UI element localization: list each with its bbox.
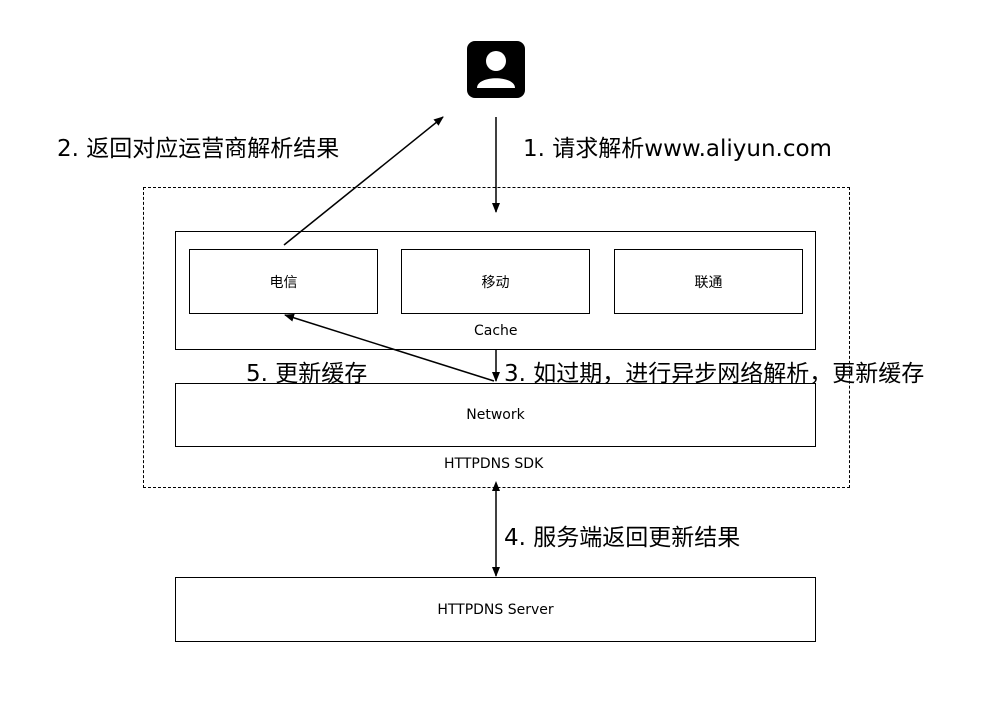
- carrier-unicom-label: 联通: [694, 274, 723, 291]
- network-box: Network: [175, 383, 816, 447]
- httpdns-sdk-label: HTTPDNS SDK: [444, 456, 544, 472]
- httpdns-server-box: HTTPDNS Server: [175, 577, 816, 642]
- step-2-label: 2. 返回对应运营商解析结果: [57, 136, 340, 162]
- carrier-telecom-box: 电信: [189, 249, 378, 314]
- step-1-label: 1. 请求解析www.aliyun.com: [523, 136, 832, 162]
- carrier-mobile-box: 移动: [401, 249, 590, 314]
- response-arrow: [283, 116, 444, 246]
- carrier-telecom-label: 电信: [269, 274, 298, 291]
- step-3-label: 3. 如过期，进行异步网络解析，更新缓存: [504, 361, 925, 387]
- step-5-label: 5. 更新缓存: [246, 361, 368, 387]
- step-4-label: 4. 服务端返回更新结果: [504, 525, 741, 551]
- cache-label: Cache: [474, 323, 518, 339]
- user-icon: [467, 41, 525, 98]
- httpdns-server-label: HTTPDNS Server: [437, 601, 554, 618]
- network-label: Network: [466, 407, 525, 423]
- update-cache-arrow: [284, 313, 495, 382]
- carrier-unicom-box: 联通: [614, 249, 803, 314]
- carrier-mobile-label: 移动: [481, 274, 510, 291]
